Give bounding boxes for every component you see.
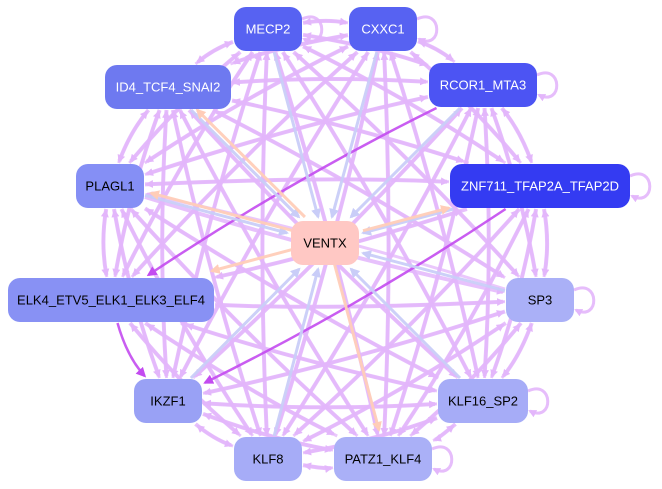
edge-KLF16_SP2-to-SP3 (500, 323, 533, 379)
edge-ZNF711_TFAP2A_TFAP2D-to-RCOR1_MTA3 (502, 108, 534, 164)
self-loop-SP3 (573, 286, 596, 317)
edge-SP3-to-ZNF711_TFAP2A_TFAP2D (541, 209, 550, 278)
node-ikzf1[interactable]: IKZF1 (134, 379, 202, 423)
node-label: ELK4_ETV5_ELK1_ELK3_ELF4 (17, 293, 205, 308)
node-cxxc1[interactable]: CXXC1 (349, 7, 417, 51)
edge-PLAGL1-to-RCOR1_MTA3 (144, 94, 428, 177)
node-mecp2[interactable]: MECP2 (234, 7, 302, 51)
node-label: ID4_TCF4_SNAI2 (116, 80, 221, 95)
node-label: PLAGL1 (85, 179, 134, 194)
node-box (134, 379, 202, 423)
node-box (291, 221, 359, 265)
node-label: PATZ1_KLF4 (345, 452, 422, 467)
edge-PATZ1_KLF4-to-KLF16_SP2 (432, 424, 455, 442)
edge-ZNF711_TFAP2A_TFAP2D-to-PLAGL1 (145, 177, 450, 189)
edge-KLF8-to-VENTX (272, 267, 321, 437)
self-loop-CXXC1 (416, 15, 439, 46)
edge-PATZ1_KLF4-to-IKZF1 (203, 412, 334, 452)
edge-SP3-to-ELK4_ETV5_ELK1_ELK3_ELF4 (215, 300, 506, 310)
edge-ZNF711_TFAP2A_TFAP2D-to-ID4_TCF4_SNAI2 (232, 98, 470, 165)
edge-KLF16_SP2-to-ELK4_ETV5_ELK1_ELK3_ELF4 (185, 323, 438, 393)
node-id4-tcf4-snai2[interactable]: ID4_TCF4_SNAI2 (105, 65, 231, 109)
node-label: KLF16_SP2 (448, 394, 518, 409)
edge-SP3-to-ID4_TCF4_SNAI2 (215, 110, 506, 279)
strong-edges (116, 106, 507, 384)
strong-edge-ZNF711_TFAP2A_TFAP2D-to-IKZF1 (203, 207, 507, 384)
strong-edge-ELK4_ETV5_ELK1_ELK3_ELF4-to-IKZF1 (116, 322, 147, 378)
node-patz1-klf4[interactable]: PATZ1_KLF4 (334, 437, 432, 481)
edge-VENTX-to-ID4_TCF4_SNAI2 (195, 108, 306, 219)
edge-ZNF711_TFAP2A_TFAP2D-to-VENTX (361, 207, 454, 236)
node-label: ZNF711_TFAP2A_TFAP2D (461, 179, 619, 194)
node-box (76, 164, 144, 208)
edge-PLAGL1-to-VENTX (144, 193, 289, 236)
node-box (450, 164, 630, 208)
node-znf711-tfap2a-tfap2d[interactable]: ZNF711_TFAP2A_TFAP2D (450, 164, 630, 208)
edge-VENTX-to-ELK4_ETV5_ELK1_ELK3_ELF4 (209, 247, 294, 274)
edge-RCOR1_MTA3-to-ID4_TCF4_SNAI2 (232, 77, 429, 86)
edge-KLF8-to-ID4_TCF4_SNAI2 (170, 110, 262, 437)
edge-KLF8-to-IKZF1 (196, 424, 234, 448)
self-loop-ZNF711_TFAP2A_TFAP2D (629, 172, 652, 203)
node-ventx[interactable]: VENTX (291, 221, 359, 265)
edge-RCOR1_MTA3-to-VENTX (349, 106, 462, 219)
edge-CXXC1-to-VENTX (329, 51, 379, 219)
node-elk4-etv5-elk1-elk3-elf4[interactable]: ELK4_ETV5_ELK1_ELK3_ELF4 (8, 278, 214, 322)
self-loop-MECP2 (301, 15, 324, 46)
node-box (234, 437, 302, 481)
node-klf8[interactable]: KLF8 (234, 437, 302, 481)
node-box (438, 379, 528, 423)
edge-PATZ1_KLF4-to-KLF8 (303, 462, 334, 471)
edge-ID4_TCF4_SNAI2-to-ZNF711_TFAP2A_TFAP2D (231, 98, 465, 163)
node-box (506, 278, 574, 322)
node-box (105, 65, 231, 109)
node-box (334, 437, 432, 481)
edge-SP3-to-VENTX (361, 250, 506, 293)
edge-ID4_TCF4_SNAI2-to-MECP2 (194, 41, 233, 66)
node-sp3[interactable]: SP3 (506, 278, 574, 322)
node-label: MECP2 (246, 22, 291, 37)
edge-VENTX-to-PLAGL1 (149, 190, 294, 233)
node-box (8, 278, 214, 322)
edge-KLF16_SP2-to-VENTX (349, 267, 462, 380)
node-plagl1[interactable]: PLAGL1 (76, 164, 144, 208)
self-loop-RCOR1_MTA3 (536, 71, 559, 102)
node-label: CXXC1 (361, 22, 404, 37)
edge-KLF16_SP2-to-IKZF1 (203, 399, 438, 409)
edge-KLF8-to-MECP2 (260, 52, 271, 437)
edge-KLF16_SP2-to-PLAGL1 (145, 208, 440, 380)
edge-MECP2-to-VENTX (272, 51, 321, 219)
node-label: VENTX (303, 236, 347, 251)
edge-KLF8-to-SP3 (302, 323, 505, 443)
edge-IKZF1-to-CXXC1 (178, 52, 369, 379)
node-box (349, 7, 417, 51)
edge-IKZF1-to-SP3 (202, 310, 505, 395)
edge-VENTX-to-PATZ1_KLF4 (332, 262, 382, 432)
edge-ELK4_ETV5_ELK1_ELK3_ELF4-to-PLAGL1 (100, 209, 109, 278)
strong-edge-RCOR1_MTA3-to-ELK4_ETV5_ELK1_ELK3_ELF4 (146, 106, 438, 277)
node-label: RCOR1_MTA3 (440, 78, 526, 93)
node-box (429, 63, 537, 107)
edge-ID4_TCF4_SNAI2-to-VENTX (190, 108, 301, 219)
node-rcor1-mta3[interactable]: RCOR1_MTA3 (429, 63, 537, 107)
node-box (234, 7, 302, 51)
edge-IKZF1-to-VENTX (189, 267, 301, 380)
edge-VENTX-to-ZNF711_TFAP2A_TFAP2D (362, 205, 451, 233)
node-label: KLF8 (252, 452, 283, 467)
edge-CXXC1-to-MECP2 (303, 17, 349, 26)
center-edges (144, 51, 506, 437)
node-label: SP3 (528, 293, 553, 308)
node-klf16-sp2[interactable]: KLF16_SP2 (438, 379, 528, 423)
node-label: IKZF1 (150, 394, 185, 409)
self-loops (301, 15, 652, 476)
self-loop-PATZ1_KLF4 (431, 445, 454, 476)
self-loop-KLF16_SP2 (527, 387, 550, 418)
edge-PLAGL1-to-ID4_TCF4_SNAI2 (117, 110, 149, 164)
